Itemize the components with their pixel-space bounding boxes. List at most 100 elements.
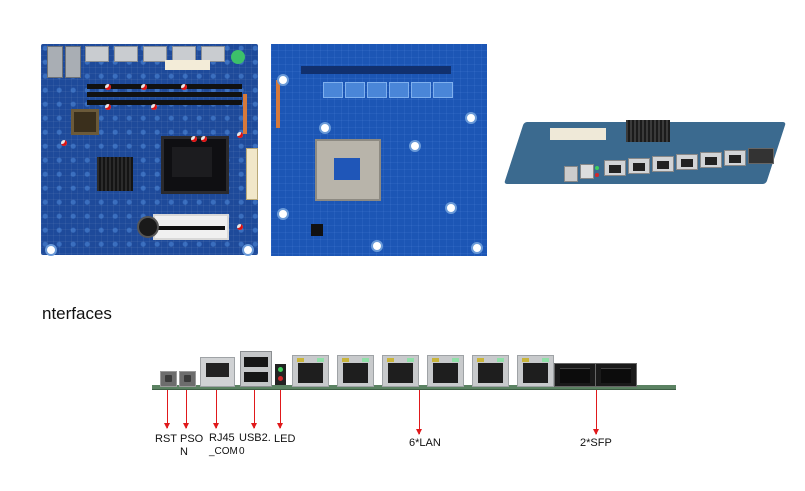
lan-port-2 [337,355,374,387]
usb-arrow [251,390,257,429]
capacitor [105,104,111,110]
lan-port [201,46,225,62]
port-opening [705,157,717,165]
capacitor [201,136,207,142]
led-yellow [522,358,529,362]
rj45-com-port [564,166,578,182]
sfp-label: 2*SFP [580,437,612,449]
port-opening [343,363,368,383]
usb2-port-stack [240,351,272,387]
rst-label: RST [155,433,177,445]
lan-port [85,46,109,62]
lan-port-6 [517,355,554,387]
orange-trace [276,80,280,128]
rst-arrow [164,390,170,429]
mount-hole [465,112,477,124]
led-arrow [277,390,283,429]
led-yellow [432,358,439,362]
led-yellow [477,358,484,362]
connector-strip [301,66,451,74]
sfp-arrow [593,390,599,435]
magnetics [323,82,343,98]
led-green [595,166,599,170]
mount-hole [445,202,457,214]
cpu-backplate [315,139,381,201]
port-opening [206,363,229,377]
capacitor [237,132,243,138]
port-opening [523,363,548,383]
sfp-port-1 [554,363,596,387]
sfp-cage-top-2 [65,46,81,78]
motherboard-top-view-photo [41,44,258,256]
capacitor [141,84,147,90]
led-yellow [342,358,349,362]
led-green [452,358,459,362]
usb-slot-lower [244,372,268,382]
heatsink [97,157,133,191]
led-green [278,367,283,372]
lan-port [143,46,167,62]
lan-ports-row [85,46,225,62]
socket-inner [172,147,212,177]
sfp-cage [47,46,63,78]
sfp-opening [560,368,590,383]
sfp-port [748,148,774,164]
pson-arrow [183,390,189,429]
heatsink [626,120,670,142]
led-green [542,358,549,362]
expansion-slot [243,94,247,134]
port-opening [433,363,458,383]
mount-hole [409,140,421,152]
chipset [71,109,99,135]
rst-button [160,371,177,387]
dimm-slot [87,84,242,89]
capacitor [191,136,197,142]
port-opening [657,161,669,169]
led-green [362,358,369,362]
rj45-label-line2: _COM [209,446,238,457]
led-yellow [297,358,304,362]
port-opening [729,155,741,163]
sfp-port-2 [595,363,637,387]
rj45-label-line1: RJ45 [209,432,235,444]
port-opening [388,363,413,383]
cmos-battery [137,216,159,238]
led-green [317,358,324,362]
pson-button [179,371,196,387]
capacitor [105,84,111,90]
dimm-slot [87,100,242,105]
magnetics [433,82,453,98]
port-opening [681,159,693,167]
usb-port [580,164,594,179]
capacitor [237,224,243,230]
lan-port [652,156,674,172]
usb-label-line2: 0 [239,446,245,457]
backplate-window [334,158,360,180]
pcb-edge [152,385,676,390]
led-yellow [387,358,394,362]
led-label: LED [274,433,296,445]
magnetics [367,82,387,98]
lan-port [724,150,746,166]
dimm-slot [87,92,242,97]
header-block [165,60,210,70]
motherboard-bottom-view-photo [271,44,487,256]
lan-port-1 [292,355,329,387]
lan-arrow [416,390,422,435]
pci-slot [550,128,606,140]
port-opening [478,363,503,383]
mount-hole [277,74,289,86]
usb-label-line1: USB2. [239,432,271,444]
lan-port [628,158,650,174]
lan-label: 6*LAN [409,437,441,449]
mount-hole [45,244,57,256]
sfp-cage [65,46,81,78]
pson-label-line2: N [180,446,188,458]
lan-port-5 [472,355,509,387]
led-red [595,173,599,177]
button-cap [184,375,191,382]
led-indicator [275,364,286,385]
mount-hole [319,122,331,134]
motherboard-angled-view-photo [503,116,787,192]
sfp-opening [601,368,631,383]
